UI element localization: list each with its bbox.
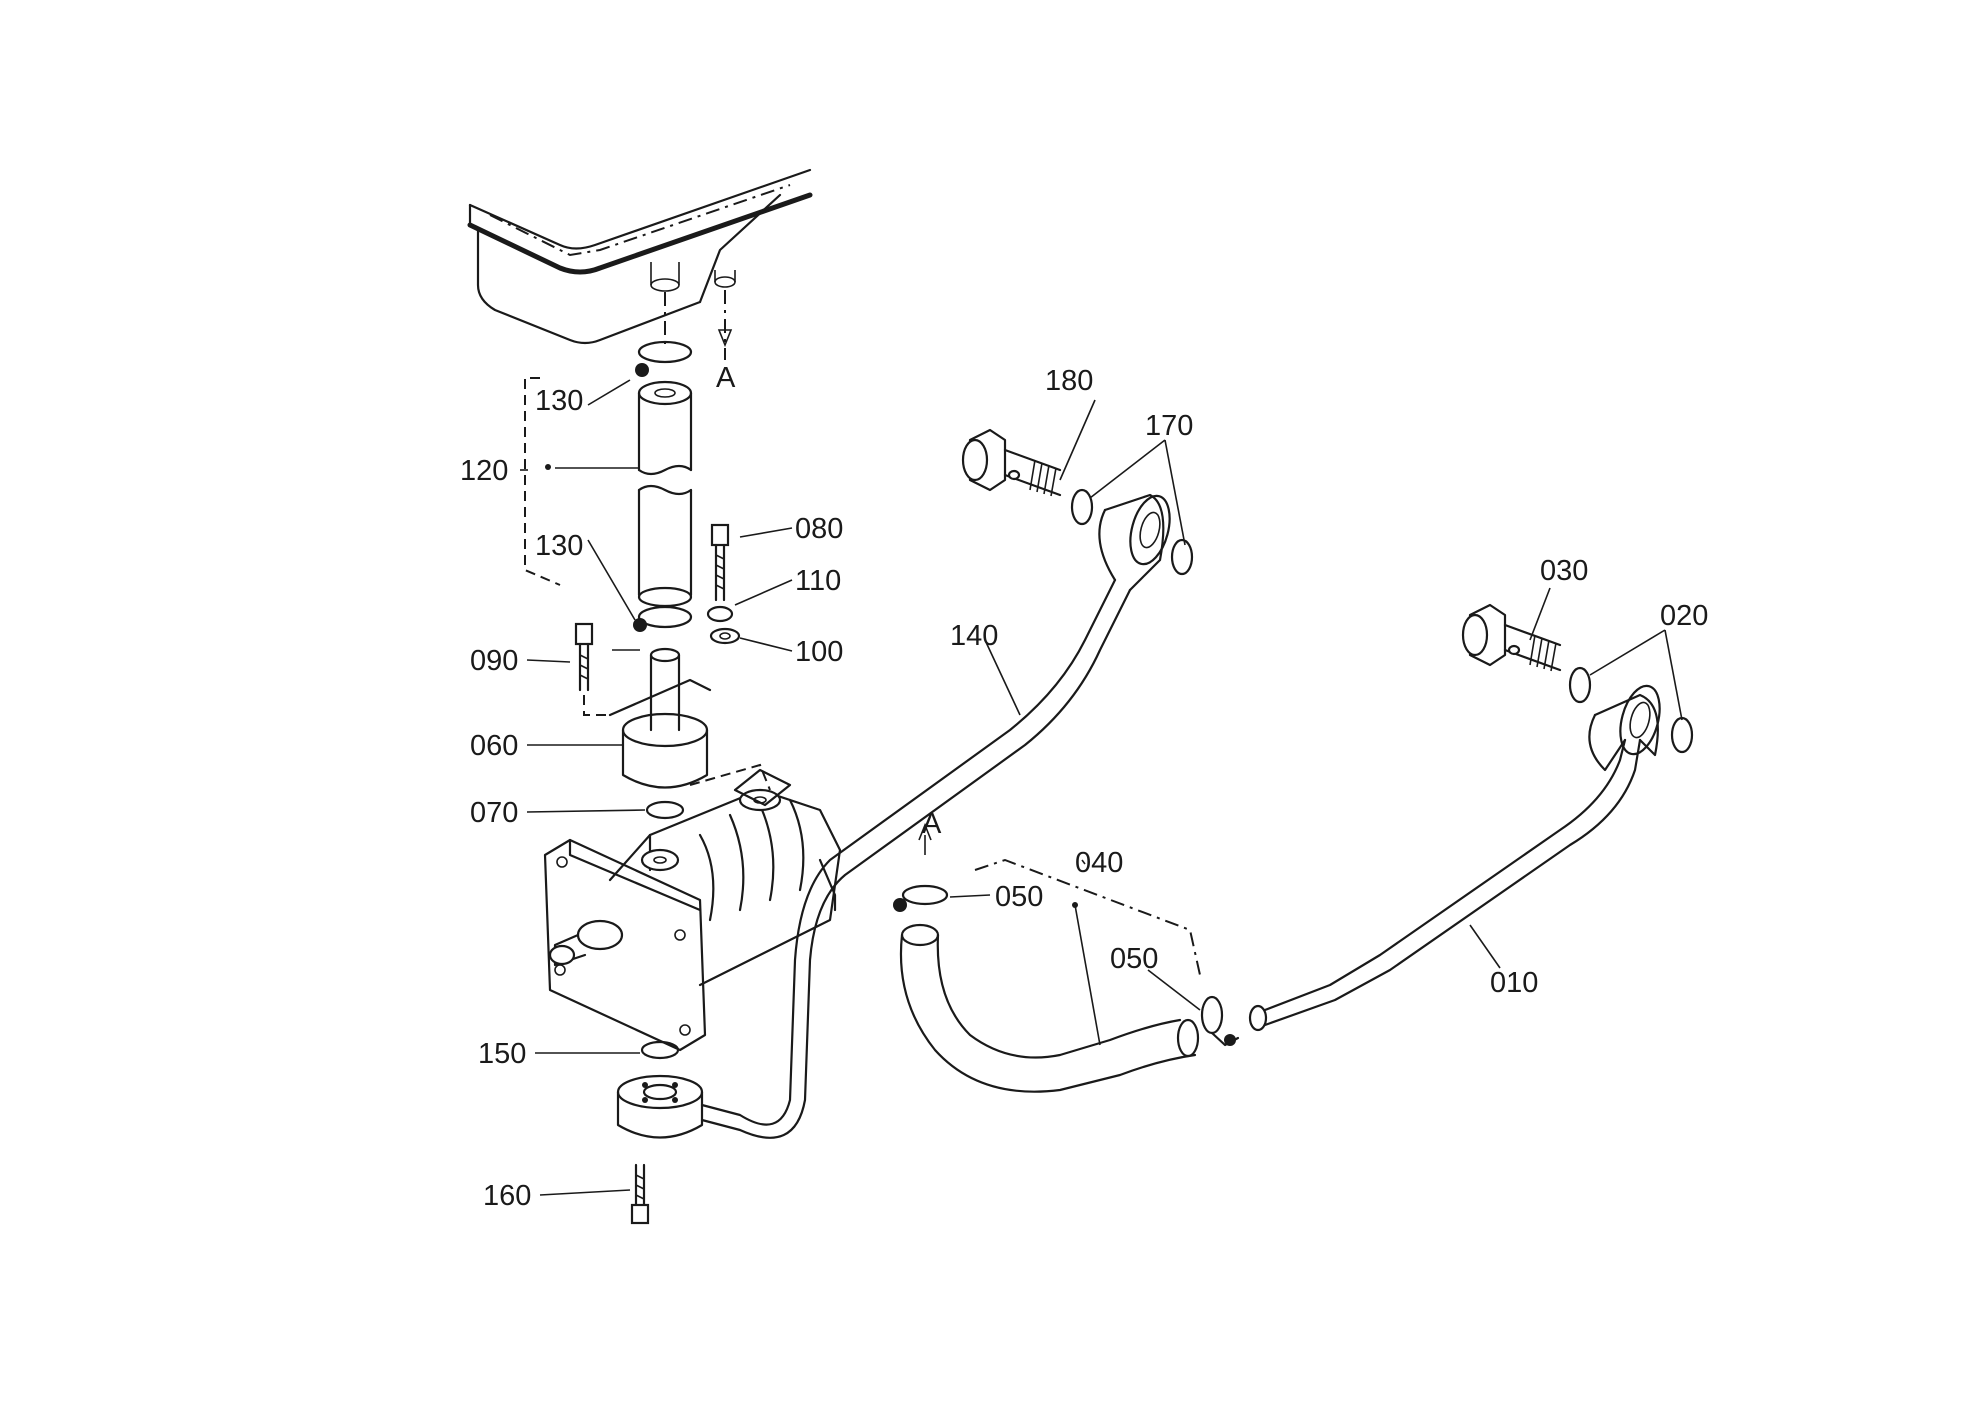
label-090: 090 (470, 645, 518, 677)
label-130-top: 130 (535, 385, 583, 417)
part-labels: 130 120 130 080 110 100 090 060 070 150 … (460, 365, 1708, 1212)
return-hose-040 (893, 822, 1240, 1093)
ref-a-arrow (717, 329, 733, 348)
washer-170-a (1070, 488, 1094, 526)
label-030: 030 (1540, 555, 1588, 587)
hydraulic-tank (467, 168, 813, 345)
label-100: 100 (795, 636, 843, 668)
label-120: 120 (460, 455, 508, 487)
label-050-top: 050 (995, 881, 1043, 913)
label-040: 040 (1075, 847, 1123, 879)
leader-lines (520, 379, 1683, 1196)
ref-a-bottom: A (922, 808, 942, 840)
o-ring-070 (645, 800, 685, 820)
label-150: 150 (478, 1038, 526, 1070)
label-160: 160 (483, 1180, 531, 1212)
label-140: 140 (950, 620, 998, 652)
label-010: 010 (1490, 967, 1538, 999)
washer-170-b (1170, 538, 1194, 576)
label-180: 180 (1045, 365, 1093, 397)
ref-a-top: A (716, 362, 736, 394)
banjo-bolt-180 (961, 428, 1062, 497)
label-060: 060 (470, 730, 518, 762)
pipe-010 (1248, 684, 1661, 1032)
label-070: 070 (470, 797, 518, 829)
pump-adapter (574, 523, 741, 789)
label-130-bottom: 130 (535, 530, 583, 562)
o-ring-150 (640, 1040, 680, 1060)
label-110: 110 (795, 565, 841, 597)
label-170: 170 (1145, 410, 1193, 442)
pipe-140 (700, 493, 1171, 1139)
banjo-bolt-030 (1461, 603, 1562, 672)
label-080: 080 (795, 513, 843, 545)
outlet-flange (616, 1074, 704, 1225)
label-050-bottom: 050 (1110, 943, 1158, 975)
washer-020-b (1670, 716, 1694, 754)
label-020: 020 (1660, 600, 1708, 632)
hydraulic-pump (543, 763, 842, 1052)
suction-hose (524, 340, 693, 632)
washer-020-a (1568, 666, 1592, 704)
